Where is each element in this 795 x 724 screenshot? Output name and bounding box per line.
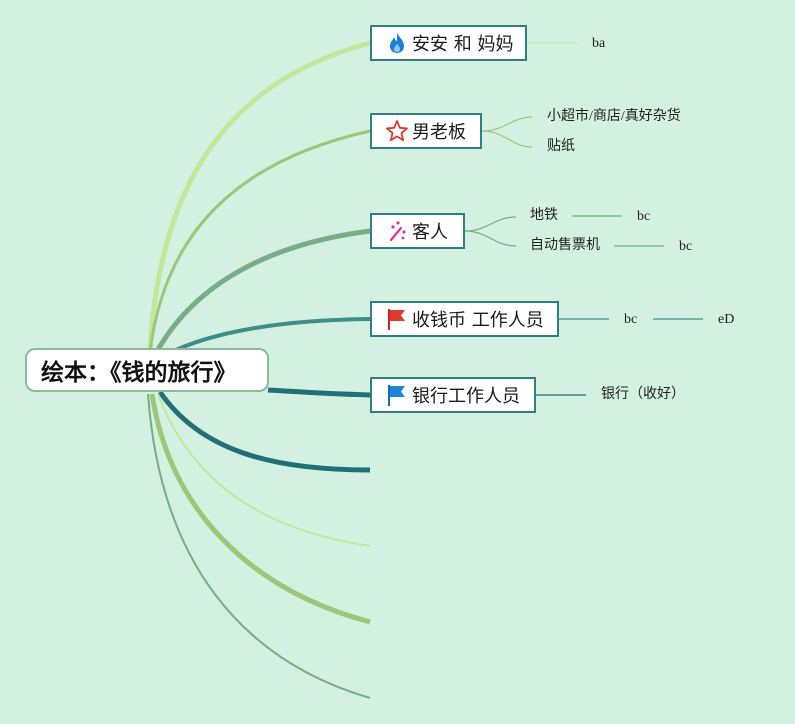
topic-label: 银行工作人员 [412,386,520,407]
branch-line-9 [147,393,371,699]
topic-an-an-and-mom[interactable]: 安安 和 妈妈 [370,25,527,61]
subtopic-ba[interactable]: ba [592,36,606,51]
root-topic[interactable]: 绘本：《钱的旅行》 [25,348,269,392]
sub-line-sticker [481,130,533,148]
branch-line-5 [267,387,371,398]
topic-label: 男老板 [412,122,466,143]
topic-label: 收钱币 工作人员 [412,310,544,331]
branch-line-6 [157,390,371,473]
fire-icon [386,31,408,55]
blue-flag-icon [386,383,408,407]
subtopic-ticket-machine-bc[interactable]: bc [679,239,693,254]
branch-line-7 [157,393,371,547]
root-topic-label: 绘本：《钱的旅行》 [41,360,237,386]
branch-line-2 [148,129,371,353]
subtopic-sticker[interactable]: 贴纸 [547,139,575,154]
sub-line-ticket [464,230,517,247]
subtopic-small-supermarket[interactable]: 小超市/商店/真好杂货 [547,109,681,124]
branch-line-1 [147,40,371,351]
red-flag-icon [386,307,408,331]
branch-line-3 [152,228,371,357]
subtopic-bank-keep[interactable]: 银行（收好） [601,387,685,402]
topic-bank-staff[interactable]: 银行工作人员 [370,377,536,413]
subtopic-coin-ed[interactable]: eD [718,312,735,327]
topic-label: 客人 [412,222,448,243]
subtopic-ticket-machine[interactable]: 自动售票机 [530,238,600,253]
topic-customer[interactable]: 客人 [370,213,465,249]
subtopic-coin-bc[interactable]: bc [624,312,638,327]
sub-line-subway [464,216,517,232]
star-icon [386,119,408,143]
sparkle-wand-icon [386,219,408,243]
branch-line-8 [149,393,371,625]
subtopic-subway-bc[interactable]: bc [637,209,651,224]
subtopic-subway[interactable]: 地铁 [530,208,558,223]
topic-male-boss[interactable]: 男老板 [370,113,482,149]
topic-coin-collector-staff[interactable]: 收钱币 工作人员 [370,301,559,337]
sub-line-shop [481,116,533,132]
topic-label: 安安 和 妈妈 [412,34,514,55]
